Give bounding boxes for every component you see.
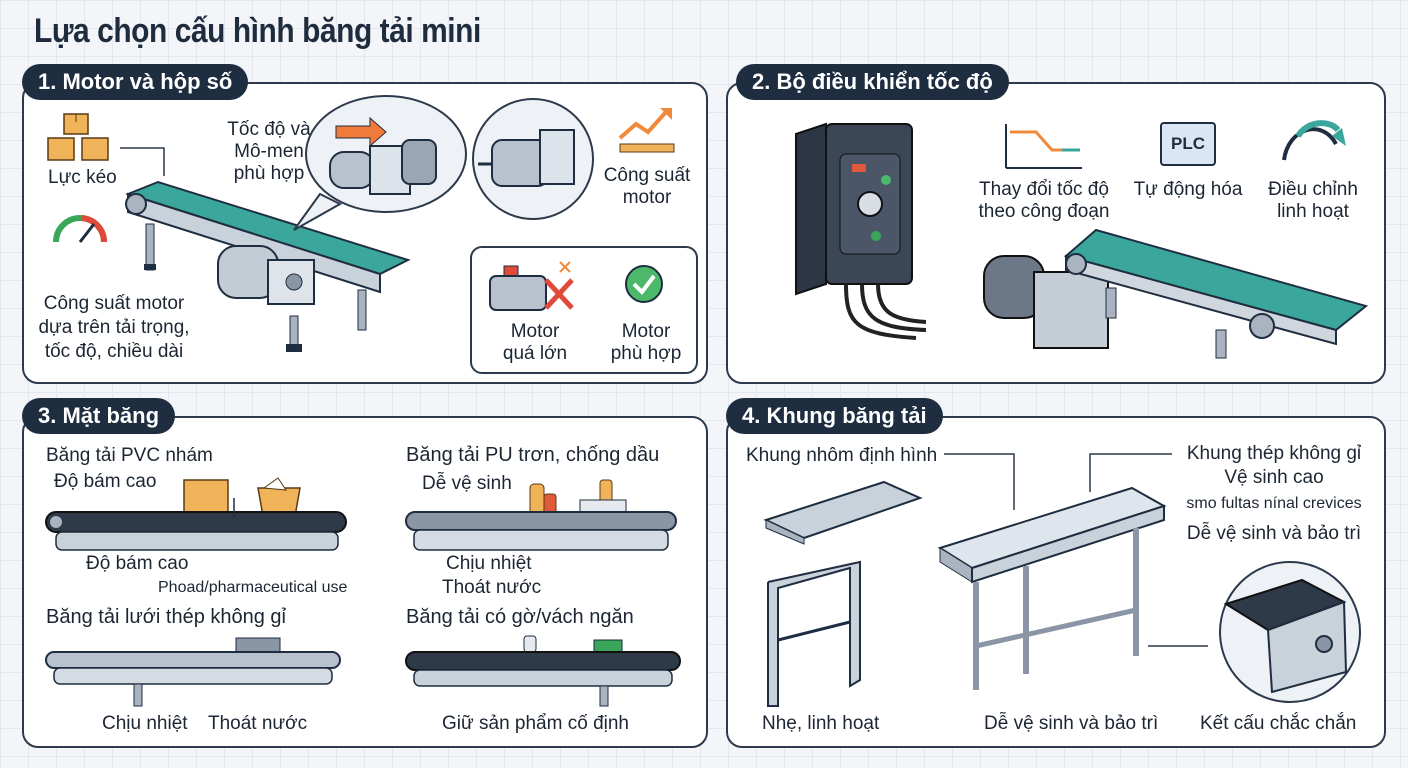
leader-line — [120, 147, 165, 176]
label-pu-3: Chịu nhiệt — [446, 553, 532, 574]
panel-frame-tag: 4. Khung băng tải — [726, 398, 943, 434]
page-title: Lựa chọn cấu hình băng tải mini — [34, 12, 481, 50]
label-mesh-2: Chịu nhiệt — [102, 713, 188, 734]
motor-zoom-circle — [472, 98, 594, 220]
label-good-1: Motor — [621, 321, 671, 342]
label-pu-1: Băng tải PU trơn, chống dầu — [406, 444, 660, 466]
panel-motor-tag: 1. Motor và hộp số — [22, 64, 249, 100]
label-clean: Dễ vệ sinh và bảo trì — [984, 713, 1159, 734]
power-chart-icon — [618, 108, 675, 153]
panel-belt-surface-tag: 3. Mặt băng — [22, 398, 176, 434]
label-pvc-1: Băng tải PVC nhám — [46, 445, 213, 466]
label-pu-4: Thoát nước — [442, 577, 542, 598]
gauge-icon — [53, 215, 108, 243]
label-auto: Tự động hóa — [1133, 179, 1243, 200]
label-speed-1: Thay đổi tốc độ — [979, 179, 1109, 200]
label-flex-1: Điều chỉnh — [1268, 179, 1358, 200]
label-bad-1: Motor — [510, 321, 560, 342]
label-mesh-1: Băng tải lưới thép không gỉ — [46, 606, 286, 628]
label-toc-do-1: Tốc độ và — [227, 119, 311, 140]
ss-leader-line — [1089, 453, 1172, 492]
label-cong-suat-2: motor — [622, 187, 672, 208]
label-sturdy: Kết cấu chắc chắn — [1200, 713, 1357, 734]
conveyor-with-motor-illustration — [983, 228, 1369, 359]
curved-arrow-icon — [1282, 120, 1346, 161]
label-toc-do-3: phù hợp — [233, 163, 305, 184]
motor-callout-bubble — [293, 95, 467, 231]
label-toc-do-2: Mô-men — [234, 141, 304, 162]
label-cong-suat-1: Công suất — [603, 165, 691, 186]
vfd-controller-illustration — [795, 122, 927, 340]
alu-leader-line — [944, 453, 1015, 510]
alu-frame-illustration — [767, 560, 861, 707]
panel-speed-controller-tag: 2. Bộ điều khiển tốc độ — [736, 64, 1009, 100]
label-ss-1: Khung thép không gỉ — [1186, 443, 1362, 464]
detail-leader-line — [1148, 645, 1208, 647]
cleat-belt-illustration — [405, 635, 681, 707]
label-note-3: tốc độ, chiều dài — [44, 341, 184, 362]
boxes-icon — [47, 113, 109, 161]
label-good-2: phù hợp — [610, 343, 682, 364]
label-ss-4: Dễ vệ sinh và bảo trì — [1186, 523, 1362, 544]
speed-profile-icon — [1005, 124, 1082, 169]
check-icon — [625, 265, 663, 303]
label-pvc-2: Độ bám cao — [54, 471, 157, 492]
label-bad-2: quá lớn — [502, 343, 568, 364]
label-alu: Khung nhôm định hình — [746, 445, 938, 466]
label-pvc-4: Phoad/pharmaceutical use — [158, 579, 348, 596]
detail-zoom-circle — [1219, 561, 1361, 703]
label-speed-2: theo công đoạn — [978, 201, 1110, 222]
label-note-2: dựa trên tải trọng, — [38, 317, 190, 338]
label-light: Nhẹ, linh hoạt — [762, 713, 880, 734]
pu-belt-illustration — [405, 479, 677, 551]
mesh-belt-illustration — [45, 637, 341, 707]
label-ss-2: Vệ sinh cao — [1224, 467, 1324, 488]
motor-too-big-icon — [489, 261, 574, 311]
label-mesh-3: Thoát nước — [208, 713, 308, 734]
plc-icon: PLC — [1160, 122, 1216, 166]
pvc-belt-illustration — [45, 477, 347, 551]
label-pu-2: Dễ vệ sinh — [422, 473, 512, 494]
alu-profile-illustration — [763, 480, 923, 545]
conveyor-motor-illustration — [125, 180, 411, 352]
label-cleat-2: Giữ sản phẩm cố định — [442, 713, 629, 734]
label-note-1: Công suất motor — [43, 293, 185, 314]
label-luc-keo: Lực kéo — [48, 167, 117, 188]
label-flex-2: linh hoạt — [1277, 201, 1349, 222]
label-ss-3: smo fultas nínal crevices — [1186, 495, 1362, 512]
label-pvc-3: Độ bám cao — [86, 553, 189, 574]
stainless-conveyor-illustration — [937, 486, 1167, 690]
label-cleat-1: Băng tải có gờ/vách ngăn — [406, 606, 634, 628]
